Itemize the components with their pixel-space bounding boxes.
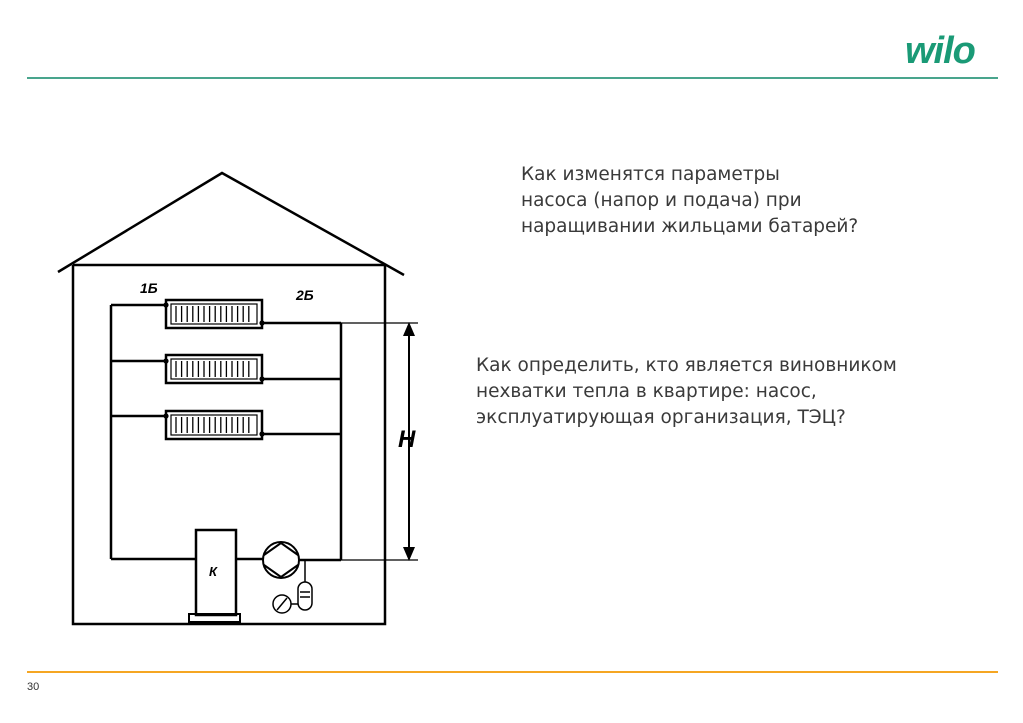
house-walls [71, 263, 387, 626]
radiator-2 [164, 353, 264, 385]
header-divider [27, 77, 998, 79]
label-boiler: К [209, 564, 218, 579]
question-heat-shortage: Как определить, кто является виновником … [476, 355, 897, 428]
label-1b: 1Б [140, 280, 158, 296]
house-roof [57, 171, 405, 277]
pump-symbol [262, 541, 300, 579]
radiator-3 [164, 409, 264, 441]
expansion-tank [297, 560, 313, 611]
pump-icon [262, 541, 300, 579]
height-arrow-down-icon [403, 547, 415, 561]
label-2b: 2Б [295, 287, 314, 303]
wilo-logo: wilo [905, 30, 976, 72]
boiler-base [188, 613, 241, 623]
question-pump-parameters: Как изменятся параметры насоса (напор и … [521, 164, 859, 237]
page-number: 30 [27, 681, 40, 693]
height-arrow-up-icon [403, 322, 415, 336]
radiators [164, 298, 264, 441]
footer-divider [27, 671, 998, 673]
label-height: H [398, 426, 416, 453]
radiator-1 [164, 298, 264, 330]
pressure-gauge-icon [272, 594, 298, 614]
